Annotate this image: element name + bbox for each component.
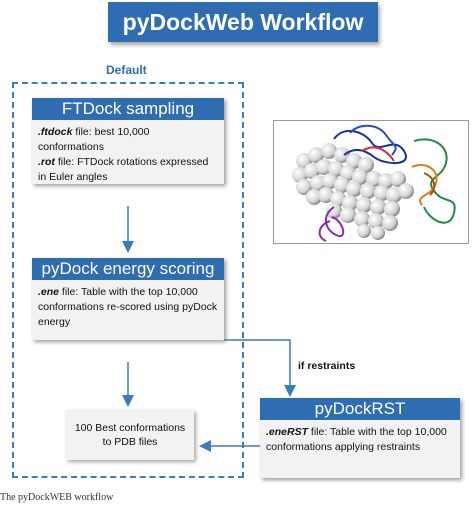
default-label: Default	[106, 63, 147, 77]
page-title: pyDockWeb Workflow	[108, 2, 378, 42]
pydock-header: pyDock energy scoring	[32, 258, 224, 280]
ene-file-desc: file: Table with the top 10,000 conforma…	[38, 286, 218, 328]
best-line-1: 100 Best conformations	[74, 422, 186, 434]
enerst-file-desc: file: Table with the top 10,000 conforma…	[266, 426, 447, 453]
pydock-step: pyDock energy scoring .ene file: Table w…	[32, 258, 224, 340]
ligand-ribbons	[318, 124, 456, 242]
default-frame	[12, 82, 244, 478]
ftdock-header: FTDock sampling	[32, 98, 224, 120]
pydockrst-body: .eneRST file: Table with the top 10,000 …	[260, 420, 460, 460]
arrow-pydock-to-rst	[224, 339, 296, 397]
grey-receptor-spheres	[292, 143, 414, 240]
ftdock-step: FTDock sampling .ftdock file: best 10,00…	[32, 98, 224, 184]
pydock-body: .ene file: Table with the top 10,000 con…	[32, 280, 224, 335]
ftdock-body: .ftdock file: best 10,000 conformations …	[32, 120, 224, 190]
ftdock-file-desc: file: best 10,000 conformations	[38, 126, 150, 153]
pydockrst-header: pyDockRST	[260, 398, 460, 420]
pydockrst-step: pyDockRST .eneRST file: Table with the t…	[260, 398, 460, 478]
ftdock-file-name: .ftdock	[38, 126, 73, 138]
figure-caption: The pyDockWEB workflow	[0, 492, 114, 503]
protein-structure-image	[273, 120, 469, 244]
rot-file-name: .rot	[38, 156, 55, 168]
enerst-file-name: .eneRST	[266, 426, 309, 438]
if-restraints-label: if restraints	[298, 360, 356, 372]
best-conformations-box: 100 Best conformations to PDB files	[66, 410, 194, 460]
best-line-2: to PDB files	[102, 436, 158, 448]
ene-file-name: .ene	[38, 286, 60, 298]
protein-structure-drawing	[292, 124, 456, 242]
rot-file-desc: file: FTDock rotations expressed in Eule…	[38, 156, 209, 183]
